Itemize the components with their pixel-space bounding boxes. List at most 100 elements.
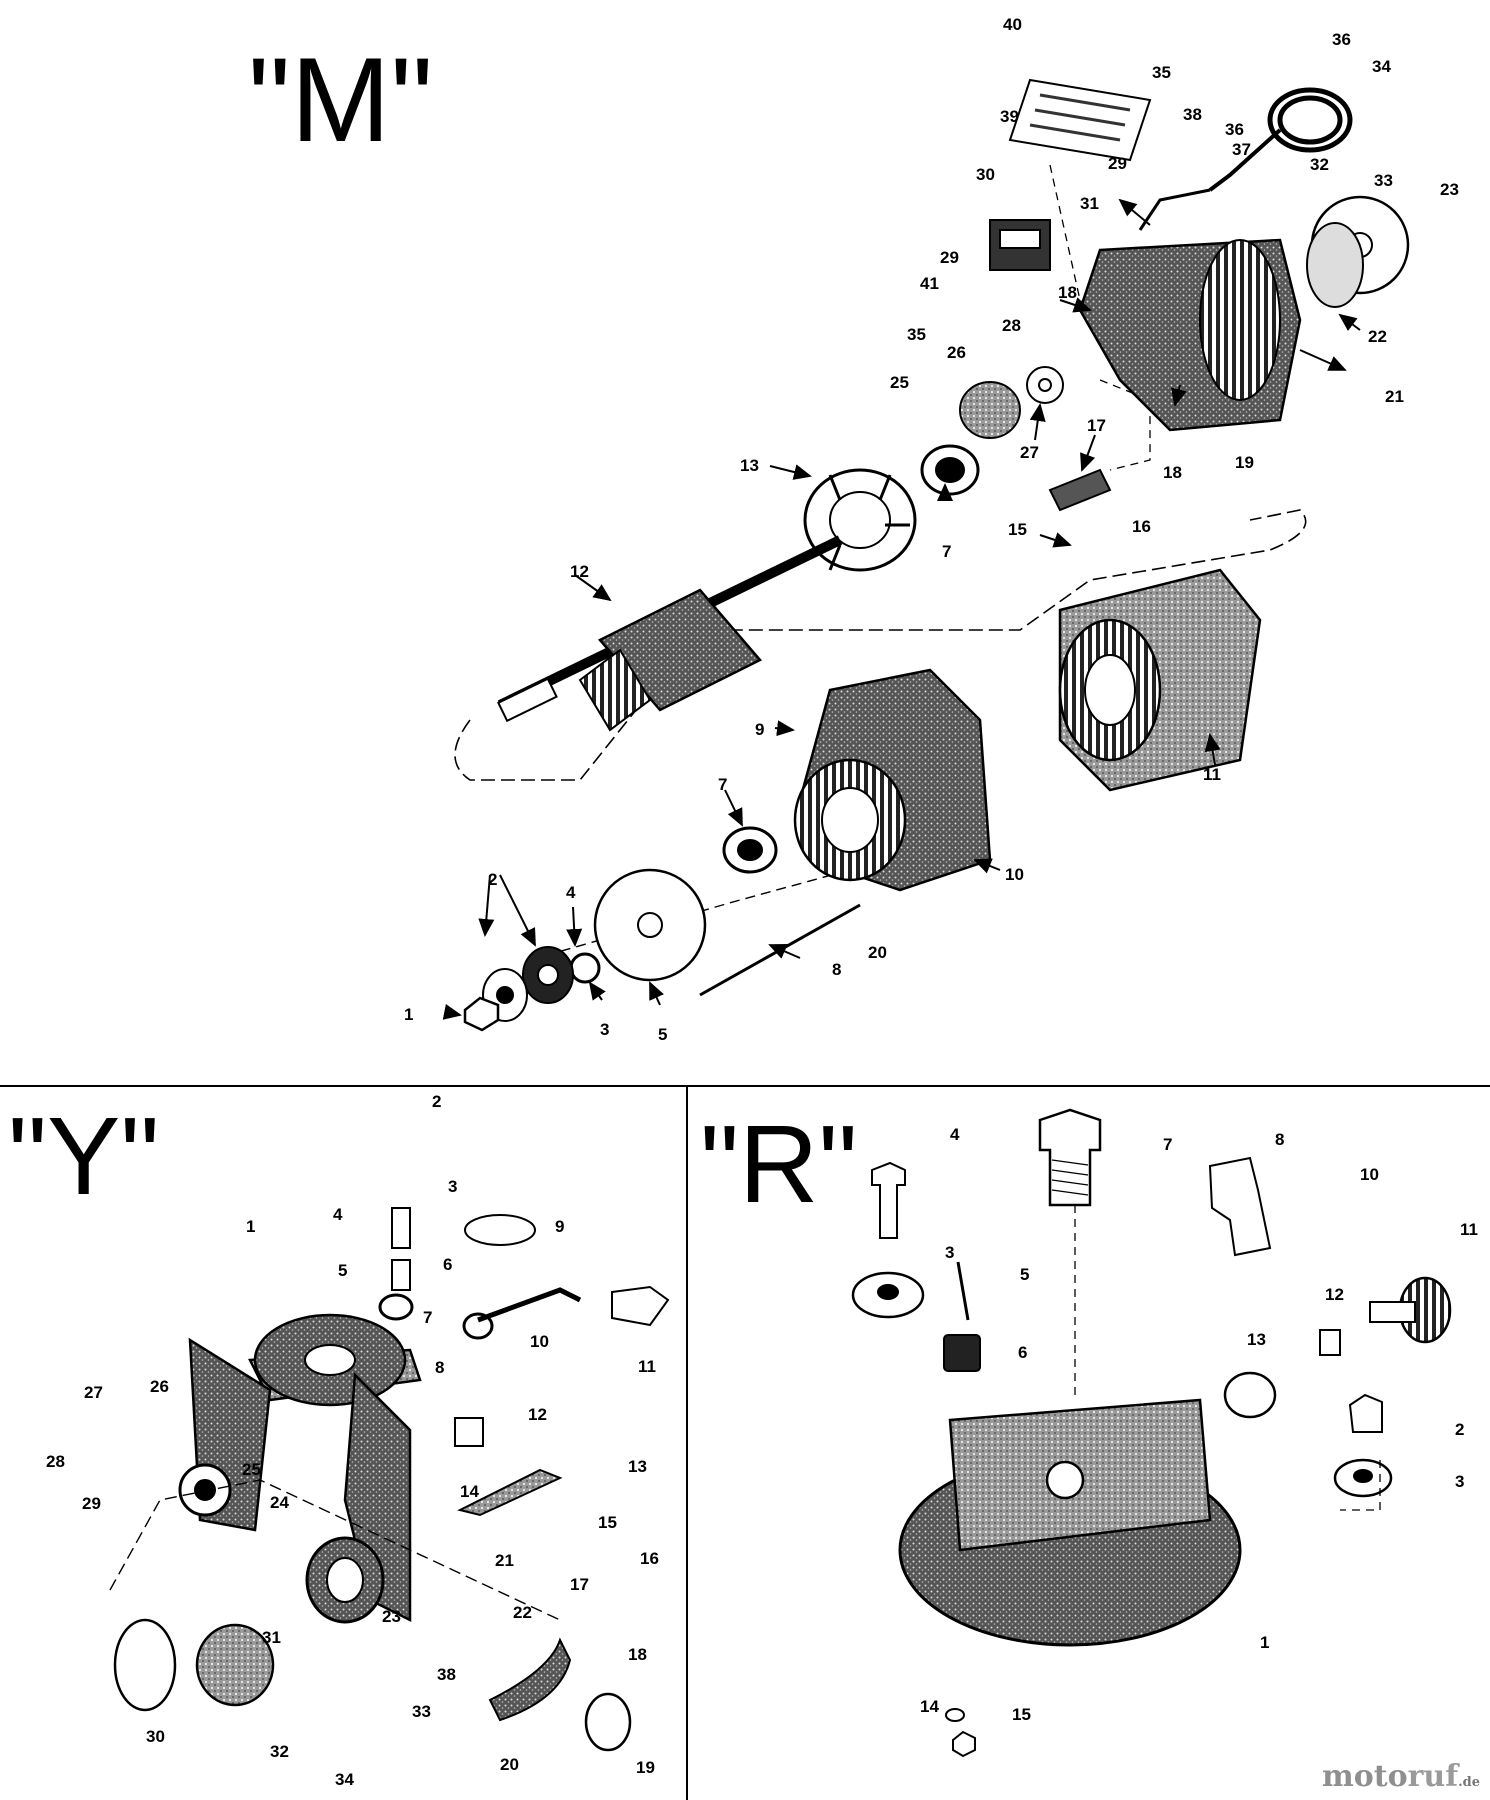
horizontal-divider	[0, 1085, 1490, 1087]
y-callout-38: 38	[437, 1665, 456, 1684]
r-callout-7: 7	[1163, 1135, 1172, 1154]
m-callout-30: 30	[976, 165, 995, 184]
r-callout-13: 13	[1247, 1330, 1266, 1349]
m-callout-7a: 7	[942, 542, 951, 561]
m-callout-20: 20	[868, 943, 887, 962]
m-callout-39: 39	[1000, 107, 1019, 126]
m-callout-13: 13	[740, 456, 759, 475]
y-callout-8: 8	[435, 1358, 444, 1377]
y-callout-27: 27	[84, 1383, 103, 1402]
y-callout-30: 30	[146, 1727, 165, 1746]
m-callout-5: 5	[658, 1025, 667, 1044]
m-callout-9: 9	[755, 720, 764, 739]
r-callout-3b: 3	[1455, 1472, 1464, 1491]
m-callout-2: 2	[488, 870, 497, 889]
m-callout-10: 10	[1005, 865, 1024, 884]
y-callout-32: 32	[270, 1742, 289, 1761]
watermark-logo: motoruf.de	[1322, 1759, 1480, 1794]
m-callout-28: 28	[1002, 316, 1021, 335]
m-callout-16: 16	[1132, 517, 1151, 536]
m-callout-1: 1	[404, 1005, 413, 1024]
y-callout-23: 23	[382, 1607, 401, 1626]
r-callout-15: 15	[1012, 1705, 1031, 1724]
y-callout-6: 6	[443, 1255, 452, 1274]
m-callout-36b: 36	[1225, 120, 1244, 139]
r-callout-6: 6	[1018, 1343, 1027, 1362]
m-callout-21: 21	[1385, 387, 1404, 406]
r-callout-8: 8	[1275, 1130, 1284, 1149]
vertical-divider	[686, 1085, 688, 1800]
m-callout-35b: 35	[907, 325, 926, 344]
m-callout-17: 17	[1087, 416, 1106, 435]
watermark-brand-part2: ruf	[1407, 1759, 1459, 1794]
r-callout-2: 2	[1455, 1420, 1464, 1439]
y-exploded-parts	[109, 1207, 670, 1752]
y-callout-15: 15	[598, 1513, 617, 1532]
y-callout-1: 1	[246, 1217, 255, 1236]
y-callouts: 1 2 3 4 5 6 7 8 9 10 11 12 13 14 15 16 1…	[46, 1092, 659, 1789]
r-callout-11: 11	[1460, 1220, 1478, 1239]
section-title-y: "Y"	[8, 1095, 160, 1218]
r-callout-10: 10	[1360, 1165, 1379, 1184]
m-callout-36a: 36	[1332, 30, 1351, 49]
r-callout-4: 4	[950, 1125, 960, 1144]
m-callouts: 1 2 3 4 5 7 7 8 9 10 11 12 13 15 16 17 1…	[404, 15, 1459, 1044]
m-callout-41: 41	[920, 274, 939, 293]
y-callout-5: 5	[338, 1261, 347, 1280]
watermark-brand-part1: moto	[1321, 1759, 1408, 1794]
m-callout-27: 27	[1020, 443, 1039, 462]
section-title-m: "M"	[248, 33, 434, 167]
y-callout-14: 14	[460, 1482, 479, 1501]
y-callout-29: 29	[82, 1494, 101, 1513]
y-callout-12: 12	[528, 1405, 547, 1424]
m-callout-37: 37	[1232, 140, 1251, 159]
m-callout-4: 4	[566, 883, 576, 902]
m-callout-7b: 7	[718, 775, 727, 794]
y-callout-16: 16	[640, 1549, 659, 1568]
m-callout-40: 40	[1003, 15, 1022, 34]
y-callout-4: 4	[333, 1205, 343, 1224]
y-callout-13: 13	[628, 1457, 647, 1476]
m-callout-11: 11	[1203, 765, 1221, 784]
m-callout-leaders	[442, 198, 1361, 1020]
y-callout-25: 25	[242, 1460, 261, 1479]
y-callout-26: 26	[150, 1377, 169, 1396]
y-callout-33: 33	[412, 1702, 431, 1721]
r-callout-14: 14	[920, 1697, 939, 1716]
m-callout-23: 23	[1440, 180, 1459, 199]
y-callout-21: 21	[495, 1551, 514, 1570]
m-callout-3: 3	[600, 1020, 609, 1039]
m-callout-32: 32	[1310, 155, 1329, 174]
m-callout-29b: 29	[1108, 154, 1127, 173]
r-callout-5: 5	[1020, 1265, 1029, 1284]
y-callout-10: 10	[530, 1332, 549, 1351]
m-callout-33: 33	[1374, 171, 1393, 190]
m-callout-15: 15	[1008, 520, 1027, 539]
m-callout-19: 19	[1235, 453, 1254, 472]
m-callout-22: 22	[1368, 327, 1387, 346]
y-callout-24: 24	[270, 1493, 289, 1512]
m-callout-34: 34	[1372, 57, 1391, 76]
y-callout-18: 18	[628, 1645, 647, 1664]
r-callout-1: 1	[1260, 1633, 1269, 1652]
m-exploded-parts	[454, 78, 1410, 1032]
r-exploded-parts	[851, 1108, 1452, 1758]
r-callouts: 1 2 3 3 4 5 6 7 8 10 11 12 13 14 15	[920, 1125, 1478, 1724]
y-callout-19: 19	[636, 1758, 655, 1777]
y-callout-22: 22	[513, 1603, 532, 1622]
y-callout-2: 2	[432, 1092, 441, 1111]
r-callout-3a: 3	[945, 1243, 954, 1262]
m-callout-29a: 29	[940, 248, 959, 267]
m-callout-38: 38	[1183, 105, 1202, 124]
section-title-r: "R"	[700, 1103, 858, 1226]
m-callout-25: 25	[890, 373, 909, 392]
y-callout-17: 17	[570, 1575, 589, 1594]
y-callout-3: 3	[448, 1177, 457, 1196]
y-callout-28: 28	[46, 1452, 65, 1471]
watermark-tld: .de	[1458, 1775, 1480, 1790]
m-callout-12: 12	[570, 562, 589, 581]
m-callout-8: 8	[832, 960, 841, 979]
y-callout-11: 11	[638, 1357, 656, 1376]
y-callout-9: 9	[555, 1217, 564, 1236]
